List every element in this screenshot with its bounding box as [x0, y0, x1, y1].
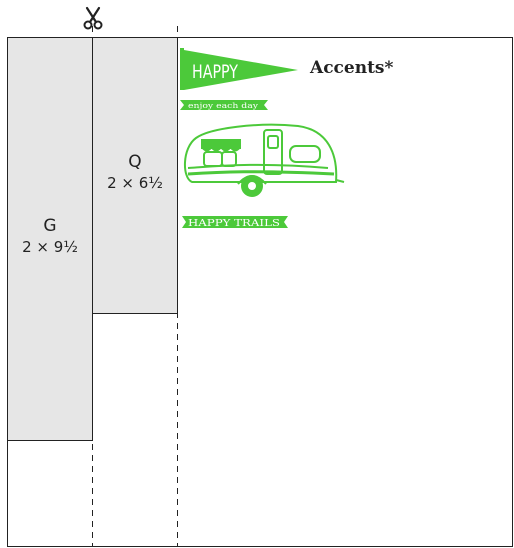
camper-trailer-icon — [184, 123, 345, 197]
accents-label: Accents* — [310, 58, 394, 78]
happy-trails-text: HAPPY TRAILS — [188, 219, 280, 229]
piece-g-dimensions: 2 × 9½ — [22, 238, 78, 256]
pennant-text: HAPPY — [192, 61, 238, 83]
piece-q-dimensions: 2 × 6½ — [107, 174, 163, 192]
piece-g-letter: G — [43, 216, 57, 236]
accent-artwork: HAPPY enjoy each day HAPPY TRAILS — [180, 48, 345, 229]
piece-q-letter: Q — [128, 152, 142, 172]
happy-trails-banner: HAPPY TRAILS — [182, 216, 288, 229]
pennant-flag: HAPPY — [180, 48, 298, 90]
tagline-text: enjoy each day — [188, 101, 259, 110]
piece-q: Q 2 × 6½ — [92, 37, 178, 314]
piece-g: G 2 × 9½ — [7, 37, 93, 441]
scissors-icon — [83, 6, 103, 30]
tagline-banner: enjoy each day — [180, 100, 268, 110]
